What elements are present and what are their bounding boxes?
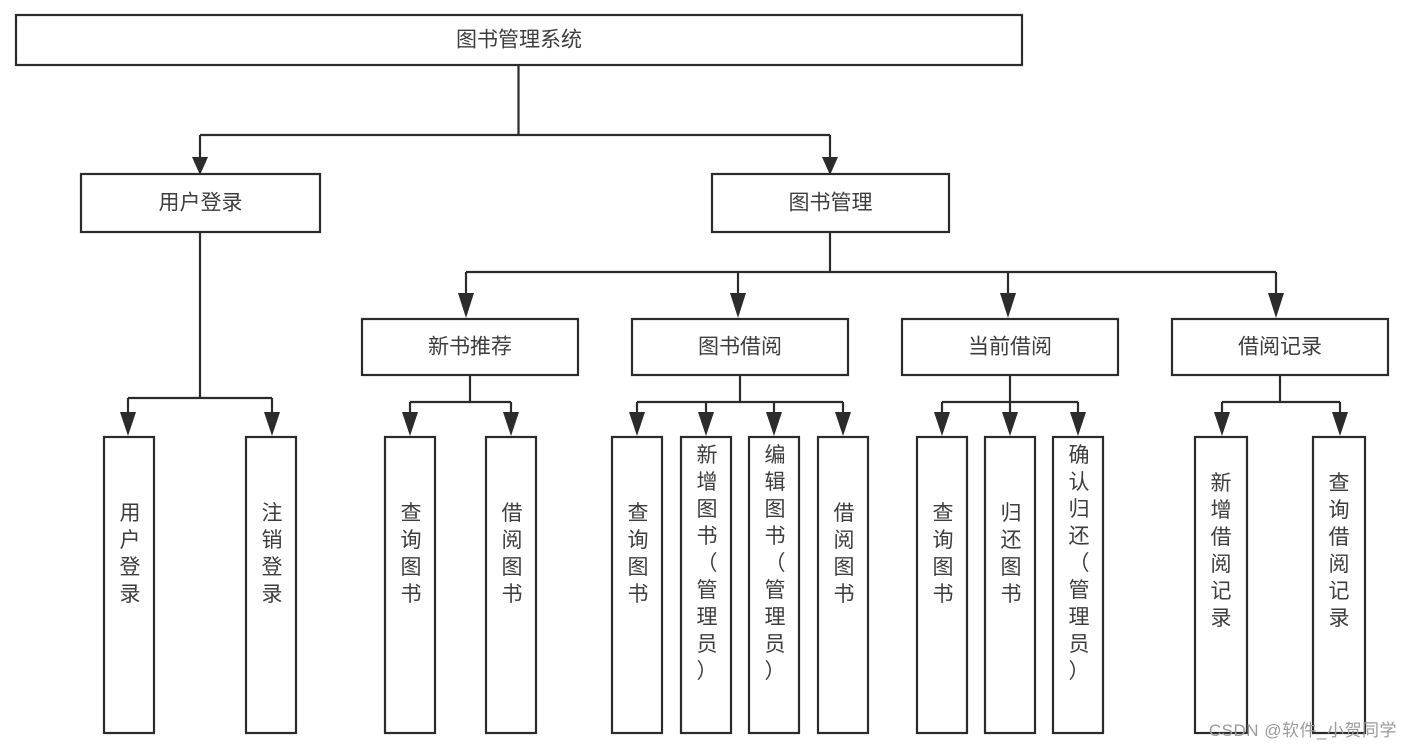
node-book-manage-box[interactable] (710, 172, 951, 234)
arrow-head-leaf-query-book-2 (629, 412, 645, 436)
arrow-head-leaf-add-borrow-record (1214, 412, 1230, 436)
leaf-node-borrow-book-2-box[interactable] (816, 435, 870, 735)
leaf-node-return-book-box[interactable] (983, 435, 1037, 735)
leaf-node-confirm-return-admin-box[interactable] (1051, 435, 1105, 735)
arrow-head-borrow-record (1268, 293, 1284, 318)
arrow-head-book-borrow (730, 293, 746, 318)
arrow-head-leaf-add-book-admin (698, 412, 714, 436)
arrow-head-book-manage (822, 157, 838, 175)
leaf-node-query-book-3[interactable]: 查询图书 (915, 435, 969, 735)
leaf-node-return-book[interactable]: 归还图书 (983, 435, 1037, 735)
arrow-head-leaf-query-borrow-record (1332, 412, 1348, 436)
leaf-node-query-book-3-box[interactable] (915, 435, 969, 735)
node-root-label: 图书管理系统 (456, 29, 582, 52)
leaf-node-add-borrow-record-box[interactable] (1193, 435, 1249, 735)
node-borrow-record-label: 借阅记录 (1238, 336, 1322, 359)
node-borrow-record[interactable]: 借阅记录 (1170, 317, 1390, 377)
connectors-root-to-level2 (192, 65, 838, 175)
arrow-head-leaf-borrow-book-2 (835, 412, 851, 436)
arrow-head-user-login (192, 157, 208, 175)
leaf-node-query-book-1-label: 查询图书 (401, 502, 422, 606)
node-root-box[interactable] (14, 13, 1024, 67)
leaf-node-query-book-2-box[interactable] (610, 435, 664, 735)
leaf-node-user-login-box[interactable] (102, 435, 156, 735)
leaf-node-borrow-book-1[interactable]: 借阅图书 (484, 435, 538, 735)
node-book-borrow-box[interactable] (630, 317, 850, 377)
arrow-head-leaf-query-book-1 (402, 412, 418, 436)
leaf-node-return-book-label: 归还图书 (1001, 502, 1022, 606)
node-current-borrow[interactable]: 当前借阅 (900, 317, 1120, 377)
leaf-node-query-borrow-record-label: 查询借阅记录 (1329, 472, 1350, 630)
node-user-login[interactable]: 用户登录 (79, 172, 322, 234)
connectors-user-login-to-leaves (120, 232, 280, 436)
node-current-borrow-label: 当前借阅 (968, 336, 1052, 359)
node-user-login-label: 用户登录 (159, 192, 243, 215)
node-current-borrow-box[interactable] (900, 317, 1120, 377)
leaf-node-logout-login-box[interactable] (244, 435, 298, 735)
leaf-node-edit-book-admin[interactable]: 编辑图书（管理员） (747, 435, 801, 735)
leaf-node-query-book-2-label: 查询图书 (628, 502, 649, 606)
node-book-manage-label: 图书管理 (789, 192, 873, 215)
connectors-current-borrow-to-leaves (934, 375, 1086, 436)
node-root[interactable]: 图书管理系统 (14, 13, 1024, 67)
arrow-head-leaf-user-login (120, 412, 136, 436)
arrow-head-leaf-confirm-return-admin (1070, 412, 1086, 436)
node-new-book-recommend-box[interactable] (360, 317, 580, 377)
leaf-node-user-login-label: 用户登录 (120, 502, 141, 606)
leaf-node-add-borrow-record[interactable]: 新增借阅记录 (1193, 435, 1249, 735)
node-book-borrow[interactable]: 图书借阅 (630, 317, 850, 377)
leaf-node-query-borrow-record-box[interactable] (1311, 435, 1367, 735)
leaf-node-query-book-3-label: 查询图书 (933, 502, 954, 606)
leaf-node-query-borrow-record[interactable]: 查询借阅记录 (1311, 435, 1367, 735)
connectors-borrow-record-to-leaves (1214, 375, 1348, 436)
node-user-login-box[interactable] (79, 172, 322, 234)
leaf-node-borrow-book-2[interactable]: 借阅图书 (816, 435, 870, 735)
arrow-head-leaf-edit-book-admin (766, 412, 782, 436)
arrow-head-leaf-borrow-book-1 (503, 412, 519, 436)
node-new-book-recommend-label: 新书推荐 (428, 336, 512, 359)
leaf-node-query-book-1-box[interactable] (383, 435, 437, 735)
node-book-manage[interactable]: 图书管理 (710, 172, 951, 234)
connectors-book-manage-to-level3 (458, 232, 1284, 318)
leaf-node-add-book-admin-box[interactable] (679, 435, 733, 735)
node-book-borrow-label: 图书借阅 (698, 336, 782, 359)
arrow-head-new-book-recommend (458, 293, 474, 318)
csdn-watermark: CSDN @软件_小贺同学 (1208, 721, 1397, 740)
connectors-book-borrow-to-leaves (629, 375, 851, 436)
leaf-node-confirm-return-admin[interactable]: 确认归还（管理员） (1051, 435, 1105, 735)
leaf-node-query-book-2[interactable]: 查询图书 (610, 435, 664, 735)
leaf-node-add-book-admin-label: 新增图书（管理员） (697, 444, 718, 683)
node-new-book-recommend[interactable]: 新书推荐 (360, 317, 580, 377)
leaf-node-logout-login[interactable]: 注销登录 (244, 435, 298, 735)
arrow-head-leaf-query-book-3 (934, 412, 950, 436)
leaf-node-borrow-book-2-label: 借阅图书 (834, 502, 855, 606)
leaf-node-query-book-1[interactable]: 查询图书 (383, 435, 437, 735)
leaf-node-borrow-book-1-box[interactable] (484, 435, 538, 735)
leaf-node-user-login[interactable]: 用户登录 (102, 435, 156, 735)
node-borrow-record-box[interactable] (1170, 317, 1390, 377)
leaf-node-edit-book-admin-box[interactable] (747, 435, 801, 735)
leaf-node-borrow-book-1-label: 借阅图书 (502, 502, 523, 606)
leaf-node-add-book-admin[interactable]: 新增图书（管理员） (679, 435, 733, 735)
arrow-head-leaf-logout-login (264, 412, 280, 436)
leaf-node-confirm-return-admin-label: 确认归还（管理员） (1069, 444, 1090, 683)
arrow-head-current-borrow (1000, 293, 1016, 318)
connectors-new-book-recommend-to-leaves (402, 375, 519, 436)
leaf-node-edit-book-admin-label: 编辑图书（管理员） (765, 444, 786, 683)
leaf-node-add-borrow-record-label: 新增借阅记录 (1211, 472, 1232, 630)
leaf-node-logout-login-label: 注销登录 (262, 502, 283, 606)
arrow-head-leaf-return-book (1002, 412, 1018, 436)
